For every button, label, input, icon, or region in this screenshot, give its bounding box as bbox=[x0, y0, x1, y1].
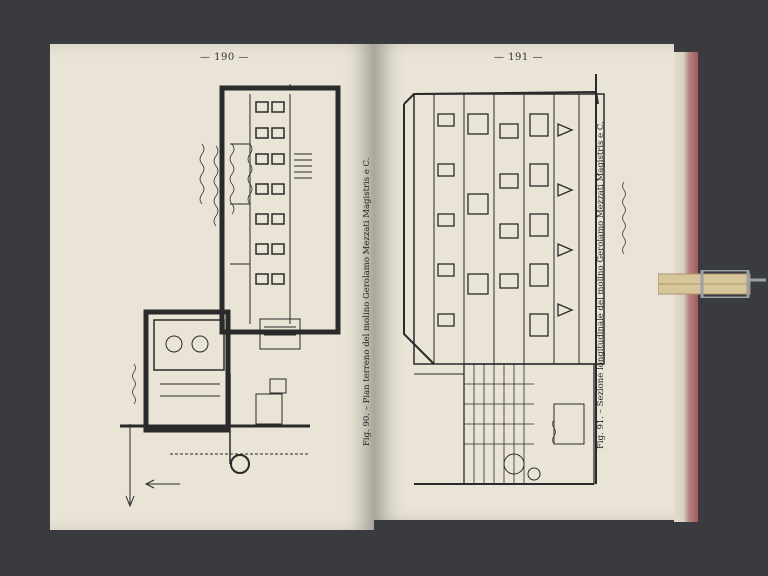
right-page-number: — 191 — bbox=[494, 52, 543, 63]
left-page-number: — 190 — bbox=[200, 52, 249, 63]
left-floor-plan-drawing bbox=[120, 84, 341, 508]
left-figure-caption: Fig. 90. – Pian terreno del molino Gerol… bbox=[362, 157, 372, 446]
clothespin-icon bbox=[658, 270, 766, 298]
right-section-drawing bbox=[403, 74, 626, 485]
left-page: — 190 — bbox=[50, 44, 374, 530]
right-figure-caption: Fig. 91. – Sezione longitudinale del mol… bbox=[596, 121, 606, 449]
right-page: — 191 — bbox=[374, 44, 674, 520]
